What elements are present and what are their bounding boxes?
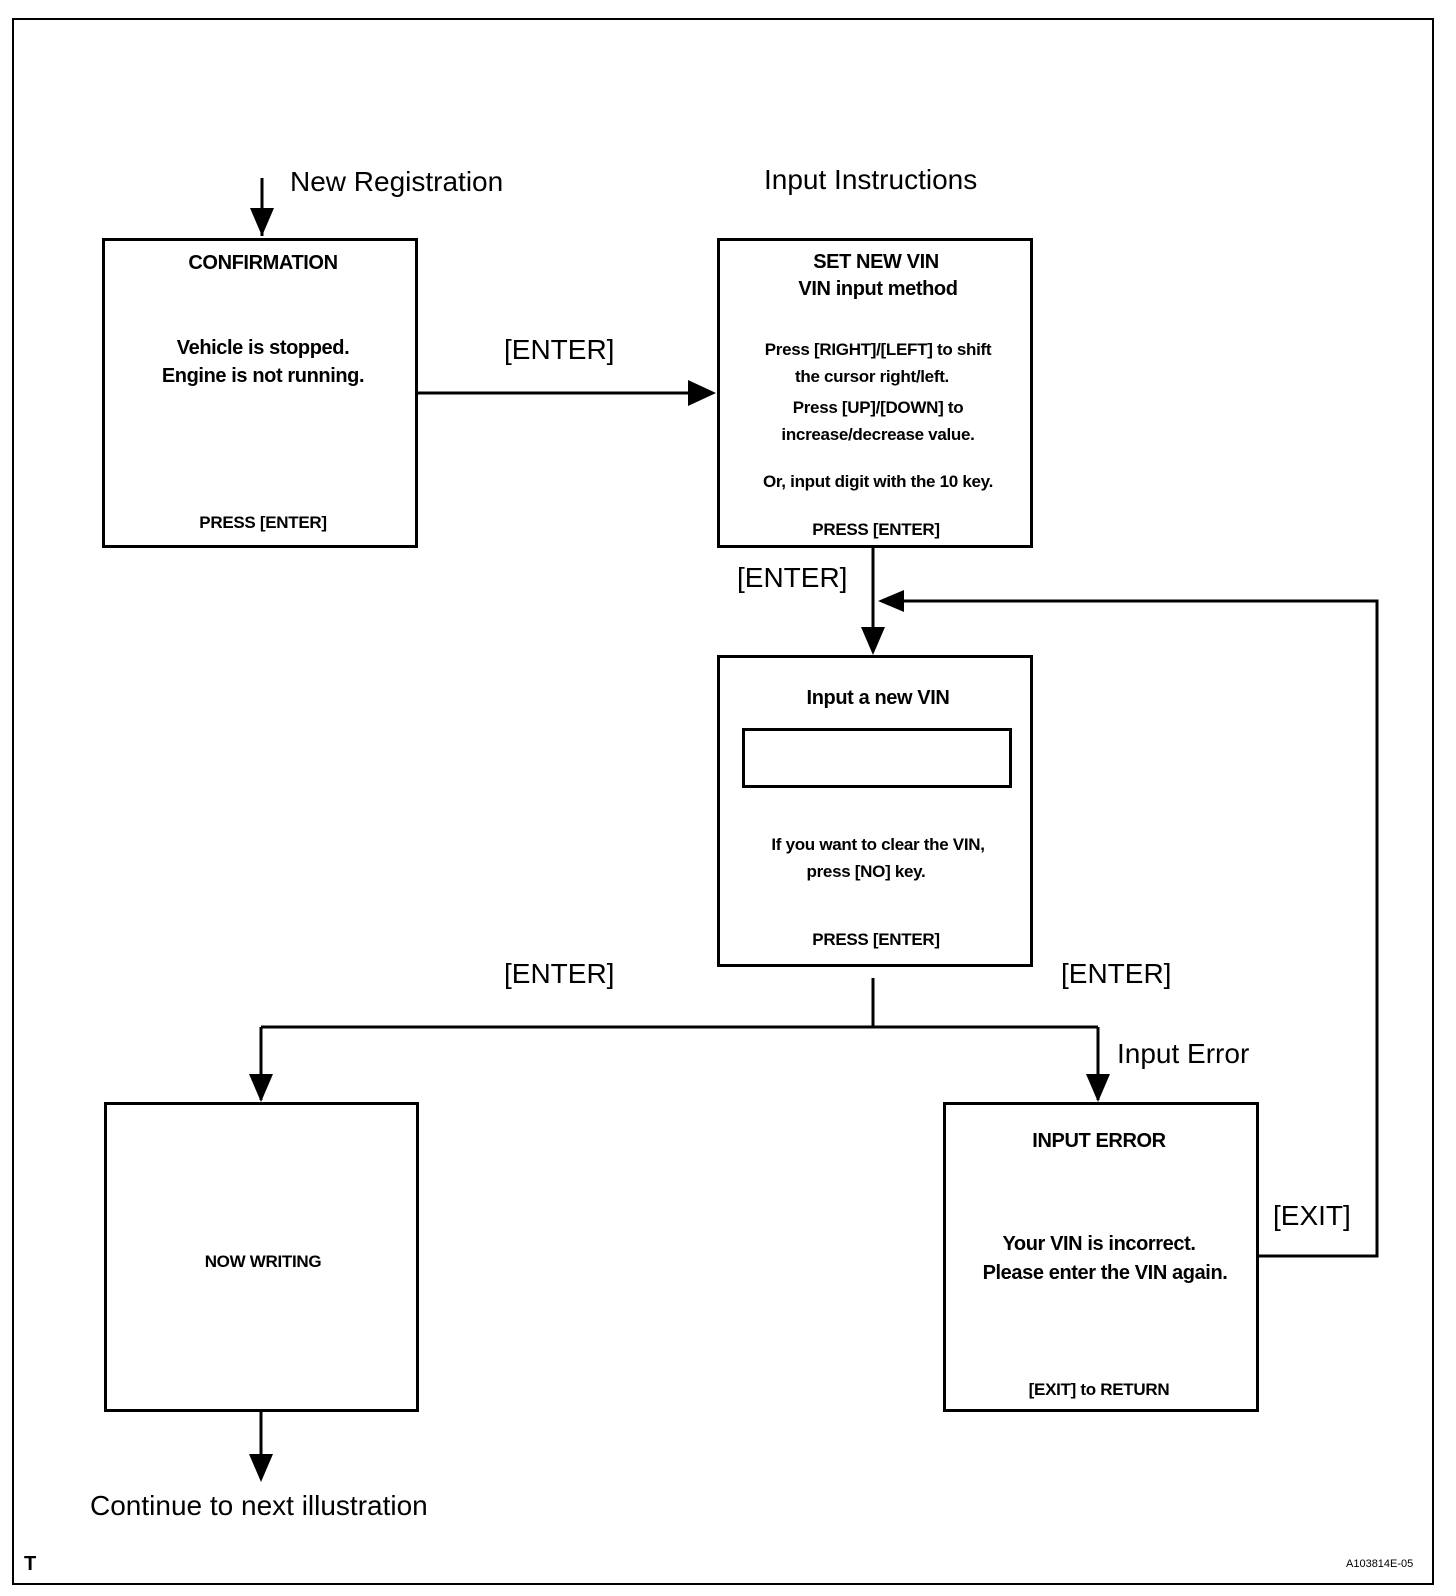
arrowhead-to-now-writing (249, 1074, 273, 1102)
input-vin-screen: Input a new VIN If you want to clear the… (717, 655, 1033, 967)
confirmation-footer: PRESS [ENTER] (199, 513, 327, 532)
confirmation-line-2: Engine is not running. (161, 365, 365, 387)
confirmation-title: CONFIRMATION (188, 252, 338, 274)
enter-label-2: [ENTER] (737, 562, 848, 593)
set-new-vin-line-1: Press [RIGHT]/[LEFT] to shift (764, 340, 992, 359)
arrowhead-to-input-error (1086, 1074, 1110, 1102)
now-writing-title: NOW WRITING (204, 1252, 322, 1271)
input-vin-line-1: If you want to clear the VIN, (771, 835, 985, 854)
input-error-screen: INPUT ERROR Your VIN is incorrect. Pleas… (943, 1102, 1259, 1412)
set-new-vin-footer: PRESS [ENTER] (812, 520, 940, 539)
set-new-vin-screen: SET NEW VIN VIN input method Press [RIGH… (717, 238, 1033, 548)
set-new-vin-line-4: increase/decrease value. (781, 425, 975, 444)
confirmation-screen: CONFIRMATION Vehicle is stopped. Engine … (102, 238, 418, 548)
confirmation-line-1: Vehicle is stopped. (176, 337, 350, 359)
set-new-vin-title: SET NEW VIN (813, 251, 939, 273)
enter-label-4: [ENTER] (1061, 958, 1172, 989)
set-new-vin-subtitle: VIN input method (798, 278, 958, 300)
set-new-vin-line-2: the cursor right/left. (795, 367, 949, 386)
input-error-line-2: Please enter the VIN again. (982, 1262, 1228, 1284)
set-new-vin-line-5: Or, input digit with the 10 key. (762, 472, 994, 491)
enter-label-1: [ENTER] (504, 334, 615, 365)
input-vin-title: Input a new VIN (806, 687, 950, 709)
figure-id: A103814E-05 (1346, 1558, 1414, 1570)
corner-mark-left: T (24, 1553, 37, 1575)
input-error-footer: [EXIT] to RETURN (1028, 1380, 1170, 1399)
input-error-title: INPUT ERROR (1032, 1130, 1166, 1152)
arrowhead-continue (249, 1454, 273, 1482)
new-registration-label: New Registration (290, 166, 504, 197)
arrowhead-exit-return (878, 590, 904, 612)
arrowhead-to-inputvin (861, 627, 885, 655)
connector-exit-loop (884, 599, 1379, 1258)
input-error-label: Input Error (1117, 1038, 1250, 1069)
continue-label: Continue to next illustration (90, 1490, 428, 1521)
input-error-line-1: Your VIN is incorrect. (1002, 1233, 1196, 1255)
arrowhead-new-registration (250, 208, 274, 236)
exit-label: [EXIT] (1273, 1200, 1351, 1231)
input-instructions-label: Input Instructions (764, 164, 978, 195)
arrowhead-to-setvin (688, 380, 716, 406)
diagram-frame (12, 18, 1434, 1585)
enter-label-3: [ENTER] (504, 958, 615, 989)
now-writing-screen: NOW WRITING (104, 1102, 419, 1412)
vin-input-field[interactable] (742, 728, 1012, 788)
set-new-vin-line-3: Press [UP]/[DOWN] to (792, 398, 964, 417)
input-vin-footer: PRESS [ENTER] (812, 930, 940, 949)
input-vin-line-2: press [NO] key. (806, 862, 926, 881)
